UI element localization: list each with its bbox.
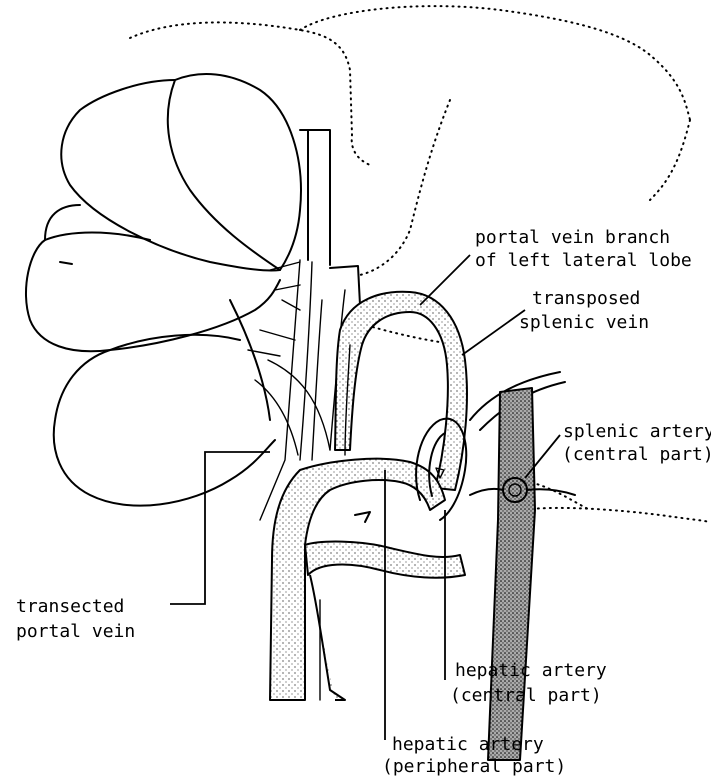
label-transected-1: transected (16, 596, 124, 617)
label-hepatic-peripheral-1: hepatic artery (392, 734, 544, 755)
portal-trunk (270, 459, 465, 700)
label-portal-branch-2: of left lateral lobe (475, 250, 692, 271)
label-transposed-2: splenic vein (519, 312, 649, 333)
label-hepatic-central-1: hepatic artery (455, 660, 607, 681)
label-transposed-1: transposed (532, 288, 640, 309)
label-splenic-artery-2: (central part) (562, 444, 711, 465)
liver-lobes (26, 74, 301, 506)
label-splenic-artery-1: splenic artery (563, 421, 711, 442)
leader-portal-branch (420, 255, 470, 305)
label-hepatic-peripheral-2: (peripheral part) (382, 756, 566, 777)
leader-transected (170, 452, 270, 604)
leader-transposed (462, 310, 525, 355)
label-transected-2: portal vein (16, 621, 135, 642)
label-portal-branch-1: portal vein branch (475, 227, 670, 248)
label-hepatic-central-2: (central part) (450, 685, 602, 706)
